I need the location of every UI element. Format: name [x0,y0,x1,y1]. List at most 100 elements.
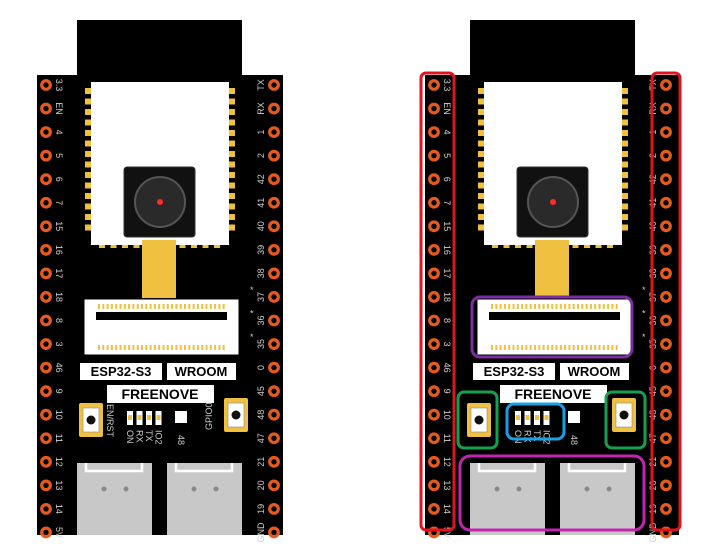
castellation [478,203,486,210]
pin-pad-right [660,361,672,374]
fpc-pin [209,304,212,309]
pin-star-marker: * [250,332,254,342]
castellation [227,109,235,115]
fpc-pin [149,304,152,309]
castellation [227,161,235,168]
fpc-pin [201,345,204,350]
fpc-pin [551,304,554,309]
pin-pad-left [428,408,440,421]
castellation [478,161,486,168]
pin-pad-right [660,432,672,445]
pin-pad-left [40,526,52,539]
castellation [478,193,486,199]
fpc-pin [512,304,515,309]
pin-pad-left [40,291,52,303]
boot-button[interactable] [224,398,248,432]
fpc-pin [564,304,567,309]
pin-pad-right [660,149,672,162]
pin-label-right: 47 [256,433,266,443]
pin-label-left: 13 [442,480,452,490]
status-led-die [137,415,142,420]
fpc-pin [594,304,597,309]
pin-label-left: 6 [442,177,452,182]
castellation [620,130,628,136]
castellation [620,224,628,231]
fpc-pin [594,345,597,350]
highlight-usb-ports [458,454,646,532]
fpc-pin [136,345,139,350]
fpc-pin [503,304,506,309]
model-label: ESP32-S3 [91,364,152,379]
castellation [85,224,93,231]
fpc-pin [209,345,212,350]
fpc-pin [538,345,541,350]
fpc-connector [476,298,633,356]
rgb-led [568,411,580,423]
brand-label: FREENOVE [514,386,591,402]
pin-pad-left [40,361,52,374]
boot-button[interactable] [612,398,636,432]
fpc-pin [611,304,614,309]
pin-pads [40,79,280,539]
fpc-pin [546,345,549,350]
fpc-pin [149,345,152,350]
fpc-pin [602,345,605,350]
fpc-pin [542,345,545,350]
module-label-box [560,363,629,380]
fpc-pin [98,345,100,350]
fpc-pin [546,304,549,309]
pin-pad-left [428,149,440,162]
pin-pad-left [428,291,440,303]
rgb-led-label: 48 [176,435,186,445]
pin-pad-right [268,408,280,421]
castellation [620,172,628,178]
pin-pad-right [660,503,672,515]
pin-star-marker: * [250,285,254,295]
fpc-pin [602,304,605,309]
fpc-pin [179,345,182,350]
fpc-pin [564,345,567,350]
reset-button[interactable] [79,403,103,437]
fpc-pin [495,345,498,350]
pin-pad-left [428,102,440,115]
castellation [227,193,235,199]
fpc-pin [188,304,191,309]
fpc-pin [175,304,178,309]
fpc-pin [581,304,584,309]
rgb-led [175,411,187,423]
fpc-pin [555,345,558,350]
fpc-slot [489,312,620,320]
status-led-die [544,415,549,420]
status-led-die [147,415,151,420]
castellation [85,193,93,199]
pin-pad-right [660,385,672,398]
fpc-pin [611,345,614,350]
pin-pads [428,79,672,539]
pin-label-left: EN [54,102,64,115]
pin-pad-left [40,455,52,468]
fpc-pin [585,304,588,309]
fpc-pin [162,345,165,350]
reset-button[interactable] [467,403,491,437]
pin-label-left: 10 [442,410,452,420]
pin-pad-left [40,220,52,233]
pin-label-left: 9 [54,389,64,394]
fpc-pin [508,304,511,309]
fpc-pin [499,345,502,350]
castellation [478,182,486,189]
pin-pad-left [428,526,440,539]
pin-pad-left [40,408,52,421]
status-led-die [535,415,539,420]
castellation [227,119,235,126]
fpc-pin [529,304,532,309]
fpc-pin [141,304,143,309]
fpc-pin [153,304,156,309]
fpc-pin [123,345,126,350]
pin-pad-right [660,173,672,186]
fpc-pin [145,345,148,350]
pin-pad-left [40,126,52,139]
fpc-pin [503,345,506,350]
pin-label-right: 45 [256,386,266,396]
pin-pad-right [660,455,672,468]
pin-label-left: 46 [54,363,64,373]
